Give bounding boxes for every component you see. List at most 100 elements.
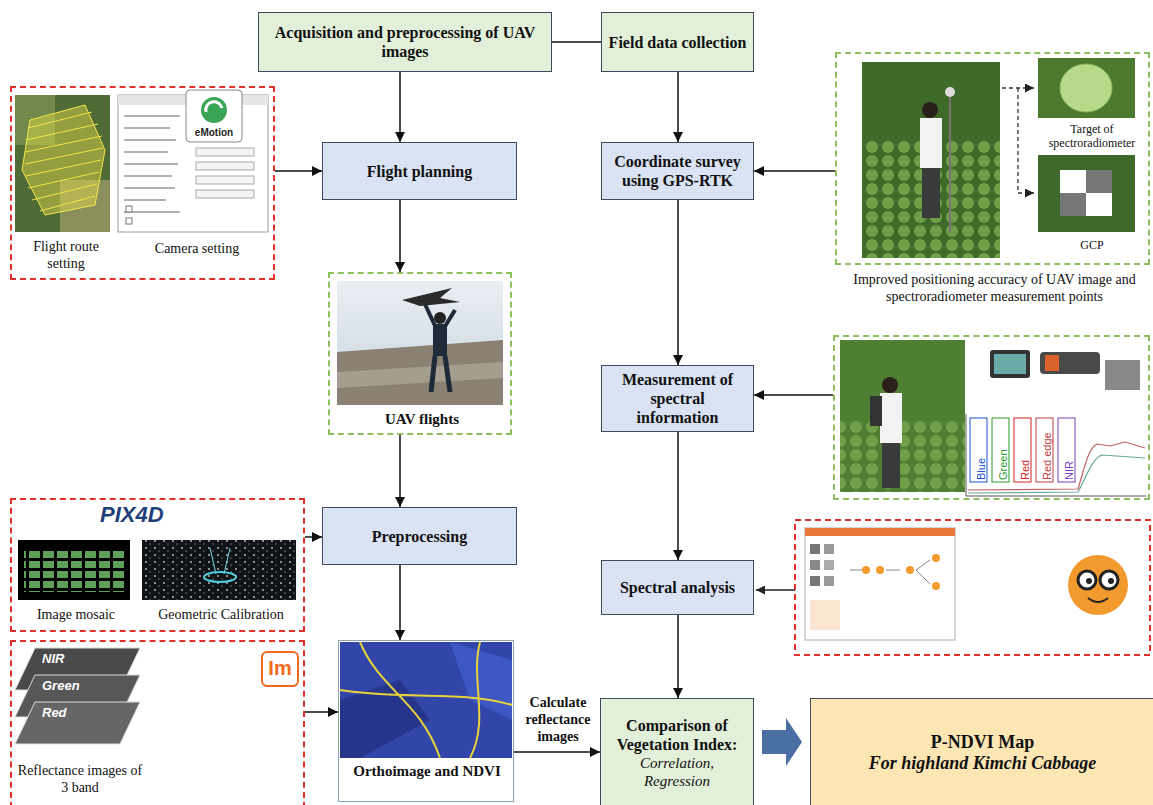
image-mosaic xyxy=(18,540,130,600)
spectrum-chart-part xyxy=(1014,418,1031,482)
geometric-calibration-part xyxy=(210,548,230,574)
box-title: Acquisition and preprocessing of UAV ima… xyxy=(265,23,545,61)
orange-mascot-part xyxy=(1068,555,1128,615)
gps-survey-photo-part xyxy=(945,87,955,97)
camera-dialog-part xyxy=(124,116,180,212)
image-caption: Target of spectroradiometer xyxy=(1035,122,1149,150)
process-box: Spectral analysis xyxy=(601,560,754,615)
edge-label: Calculate reflectance images xyxy=(518,694,598,745)
orange-mascot-part xyxy=(1100,571,1118,589)
image-caption: Geometric Calibration xyxy=(142,606,300,623)
uav-launch-photo-part xyxy=(434,312,446,324)
uav-launch-photo-part xyxy=(337,281,503,405)
image-caption: Flight route setting xyxy=(16,238,116,272)
orange-mascot-part xyxy=(1086,578,1092,584)
connector-line xyxy=(552,41,601,43)
camera-dialog-part xyxy=(196,148,254,156)
process-box: Measurement of spectral information xyxy=(601,365,754,432)
uav-launch-photo-part xyxy=(402,288,460,306)
geometric-calibration xyxy=(142,540,296,600)
logo-text: eMotion xyxy=(186,127,242,139)
band-label: Blue xyxy=(974,458,988,480)
image-mosaic-part xyxy=(18,540,130,600)
connector-arrow xyxy=(399,200,401,272)
measurement-photo xyxy=(840,340,965,492)
connector-arrow xyxy=(305,536,322,538)
process-box: Flight planning xyxy=(322,142,517,200)
image-caption: Reflectance images of 3 band xyxy=(16,762,144,796)
box-title: Measurement of spectral information xyxy=(608,370,747,427)
spectral-software-panel-part xyxy=(824,560,834,570)
orange-mascot-part xyxy=(1078,571,1096,589)
gcp-photo-part xyxy=(1086,170,1112,193)
uav-launch-photo-part xyxy=(431,356,450,392)
orthoimage-photo-part xyxy=(450,642,512,720)
result-box: Comparison of Vegetation Index:Correlati… xyxy=(600,698,754,805)
spectral-software-panel-part xyxy=(810,576,820,586)
band-label: Green xyxy=(996,449,1010,480)
spectral-software-panel-part xyxy=(932,554,940,562)
spectral-software-panel xyxy=(795,520,1150,655)
connector-arrow xyxy=(305,711,338,713)
spectral-software-panel-part xyxy=(805,528,955,536)
uav-launch-photo-part xyxy=(337,362,503,388)
spectroradiometer-part xyxy=(990,350,1030,378)
image-mosaic-part xyxy=(24,548,124,592)
camera-dialog-part xyxy=(126,206,132,212)
photo-panel: Target of spectroradiometerGCPImproved p… xyxy=(835,52,1150,265)
image-caption: Image mosaic xyxy=(18,606,134,623)
image-caption: Camera setting xyxy=(120,240,274,257)
spectrum-chart-part xyxy=(968,455,1145,493)
orthoimage-photo-part xyxy=(340,642,512,758)
geometric-calibration-part xyxy=(204,572,236,582)
spectral-software-panel-part xyxy=(906,566,914,574)
connector-arrow xyxy=(754,170,835,172)
logo-text: PIX4D xyxy=(100,502,164,528)
spectral-software-panel-part xyxy=(805,528,955,640)
box-title: P-NDVI Map xyxy=(931,732,1035,753)
box-title: Comparison of Vegetation Index: xyxy=(607,716,747,754)
reflectance-layers xyxy=(15,648,140,744)
image-caption: Orthoimage and NDVI xyxy=(339,762,515,780)
connector-arrow xyxy=(754,394,833,396)
camera-dialog-part xyxy=(126,218,132,224)
orthoimage-photo-part xyxy=(340,642,512,758)
gps-survey-photo-part xyxy=(922,168,940,218)
orange-mascot-part xyxy=(1088,598,1108,602)
measurement-photo-part xyxy=(882,377,898,393)
layer-label: Green xyxy=(42,678,80,693)
band-label: Red edge xyxy=(1040,432,1054,480)
spectral-software-panel-part xyxy=(824,544,834,554)
geometric-calibration-part xyxy=(142,540,296,600)
gcp-photo-part xyxy=(1060,170,1112,216)
spectroradiometer-part xyxy=(1045,355,1059,371)
uav-launch-photo-part xyxy=(424,302,455,328)
connector-arrow xyxy=(399,435,401,507)
flight-map xyxy=(15,95,110,232)
connector-arrow xyxy=(677,432,679,560)
block-arrow xyxy=(762,718,802,766)
measurement-photo-part xyxy=(882,443,900,488)
gps-survey-photo-part xyxy=(949,97,951,232)
reflectance-layers-part xyxy=(15,702,140,744)
flight-map-part xyxy=(15,95,110,232)
box-title: Preprocessing xyxy=(372,527,467,546)
camera-dialog-part xyxy=(196,162,254,170)
image-caption: UAV flights xyxy=(330,410,514,428)
spectroradiometer-part xyxy=(1040,352,1100,374)
connector-arrow xyxy=(399,72,401,142)
connector-arrow xyxy=(677,72,679,142)
panel-note: Improved positioning accuracy of UAV ima… xyxy=(841,271,1148,305)
uav-launch-photo xyxy=(337,281,503,405)
photo-panel: BlueGreenRedRed edgeNIR xyxy=(833,335,1150,500)
stage-box: Acquisition and preprocessing of UAV ima… xyxy=(258,12,552,72)
measurement-photo-part xyxy=(840,420,965,492)
process-box: Coordinate survey using GPS-RTK xyxy=(601,142,754,200)
gps-survey-photo xyxy=(862,62,1000,258)
panel-pointer-part xyxy=(756,589,795,591)
spectral-software-panel-part xyxy=(932,582,940,590)
orthoimage-photo xyxy=(340,642,512,758)
uav-launch-photo-part xyxy=(433,324,447,356)
spectrum-chart xyxy=(966,414,1146,496)
